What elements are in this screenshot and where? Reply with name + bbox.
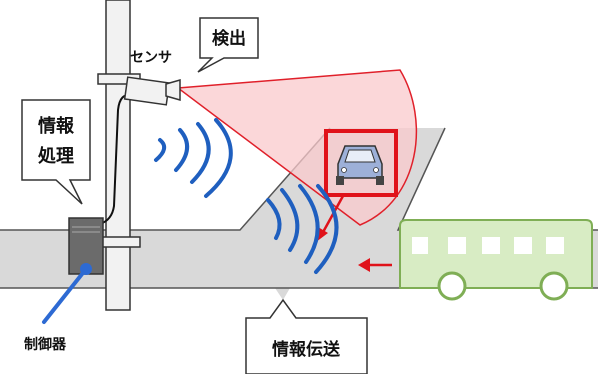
wireless-waves-road: [266, 184, 339, 274]
transmission-callout: 情報伝送: [245, 298, 368, 374]
detection-callout: 検出: [197, 17, 259, 73]
bus-window: [412, 237, 428, 254]
sensor-label: センサ: [130, 50, 172, 66]
bus-window: [546, 237, 564, 254]
sensor-camera: [123, 76, 181, 106]
sensor-pole: [97, 0, 141, 311]
car-highlight-box: [324, 129, 398, 197]
bus-arrow: [358, 258, 392, 272]
sensor-detection-cone: [175, 69, 418, 226]
bus-window: [448, 237, 466, 254]
processing-label-line1: 情報: [38, 115, 75, 137]
wireless-waves-sensor: [154, 118, 233, 198]
detection-label: 検出: [212, 28, 246, 49]
bus-wheel: [437, 271, 467, 301]
controller-pointer: [42, 267, 88, 324]
controller-box: [68, 217, 104, 275]
detected-car: [324, 129, 398, 197]
pole-body: [105, 0, 131, 311]
bus-window: [514, 237, 532, 254]
bus-window: [482, 237, 500, 254]
processing-label-line2: 処理: [38, 145, 74, 167]
pole-band: [97, 236, 141, 248]
bus: [399, 219, 593, 301]
processing-callout: 情報 処理: [21, 99, 91, 205]
bus-wheel: [539, 271, 569, 301]
controller-label: 制御器: [24, 336, 67, 353]
transmission-label: 情報伝送: [272, 339, 341, 360]
